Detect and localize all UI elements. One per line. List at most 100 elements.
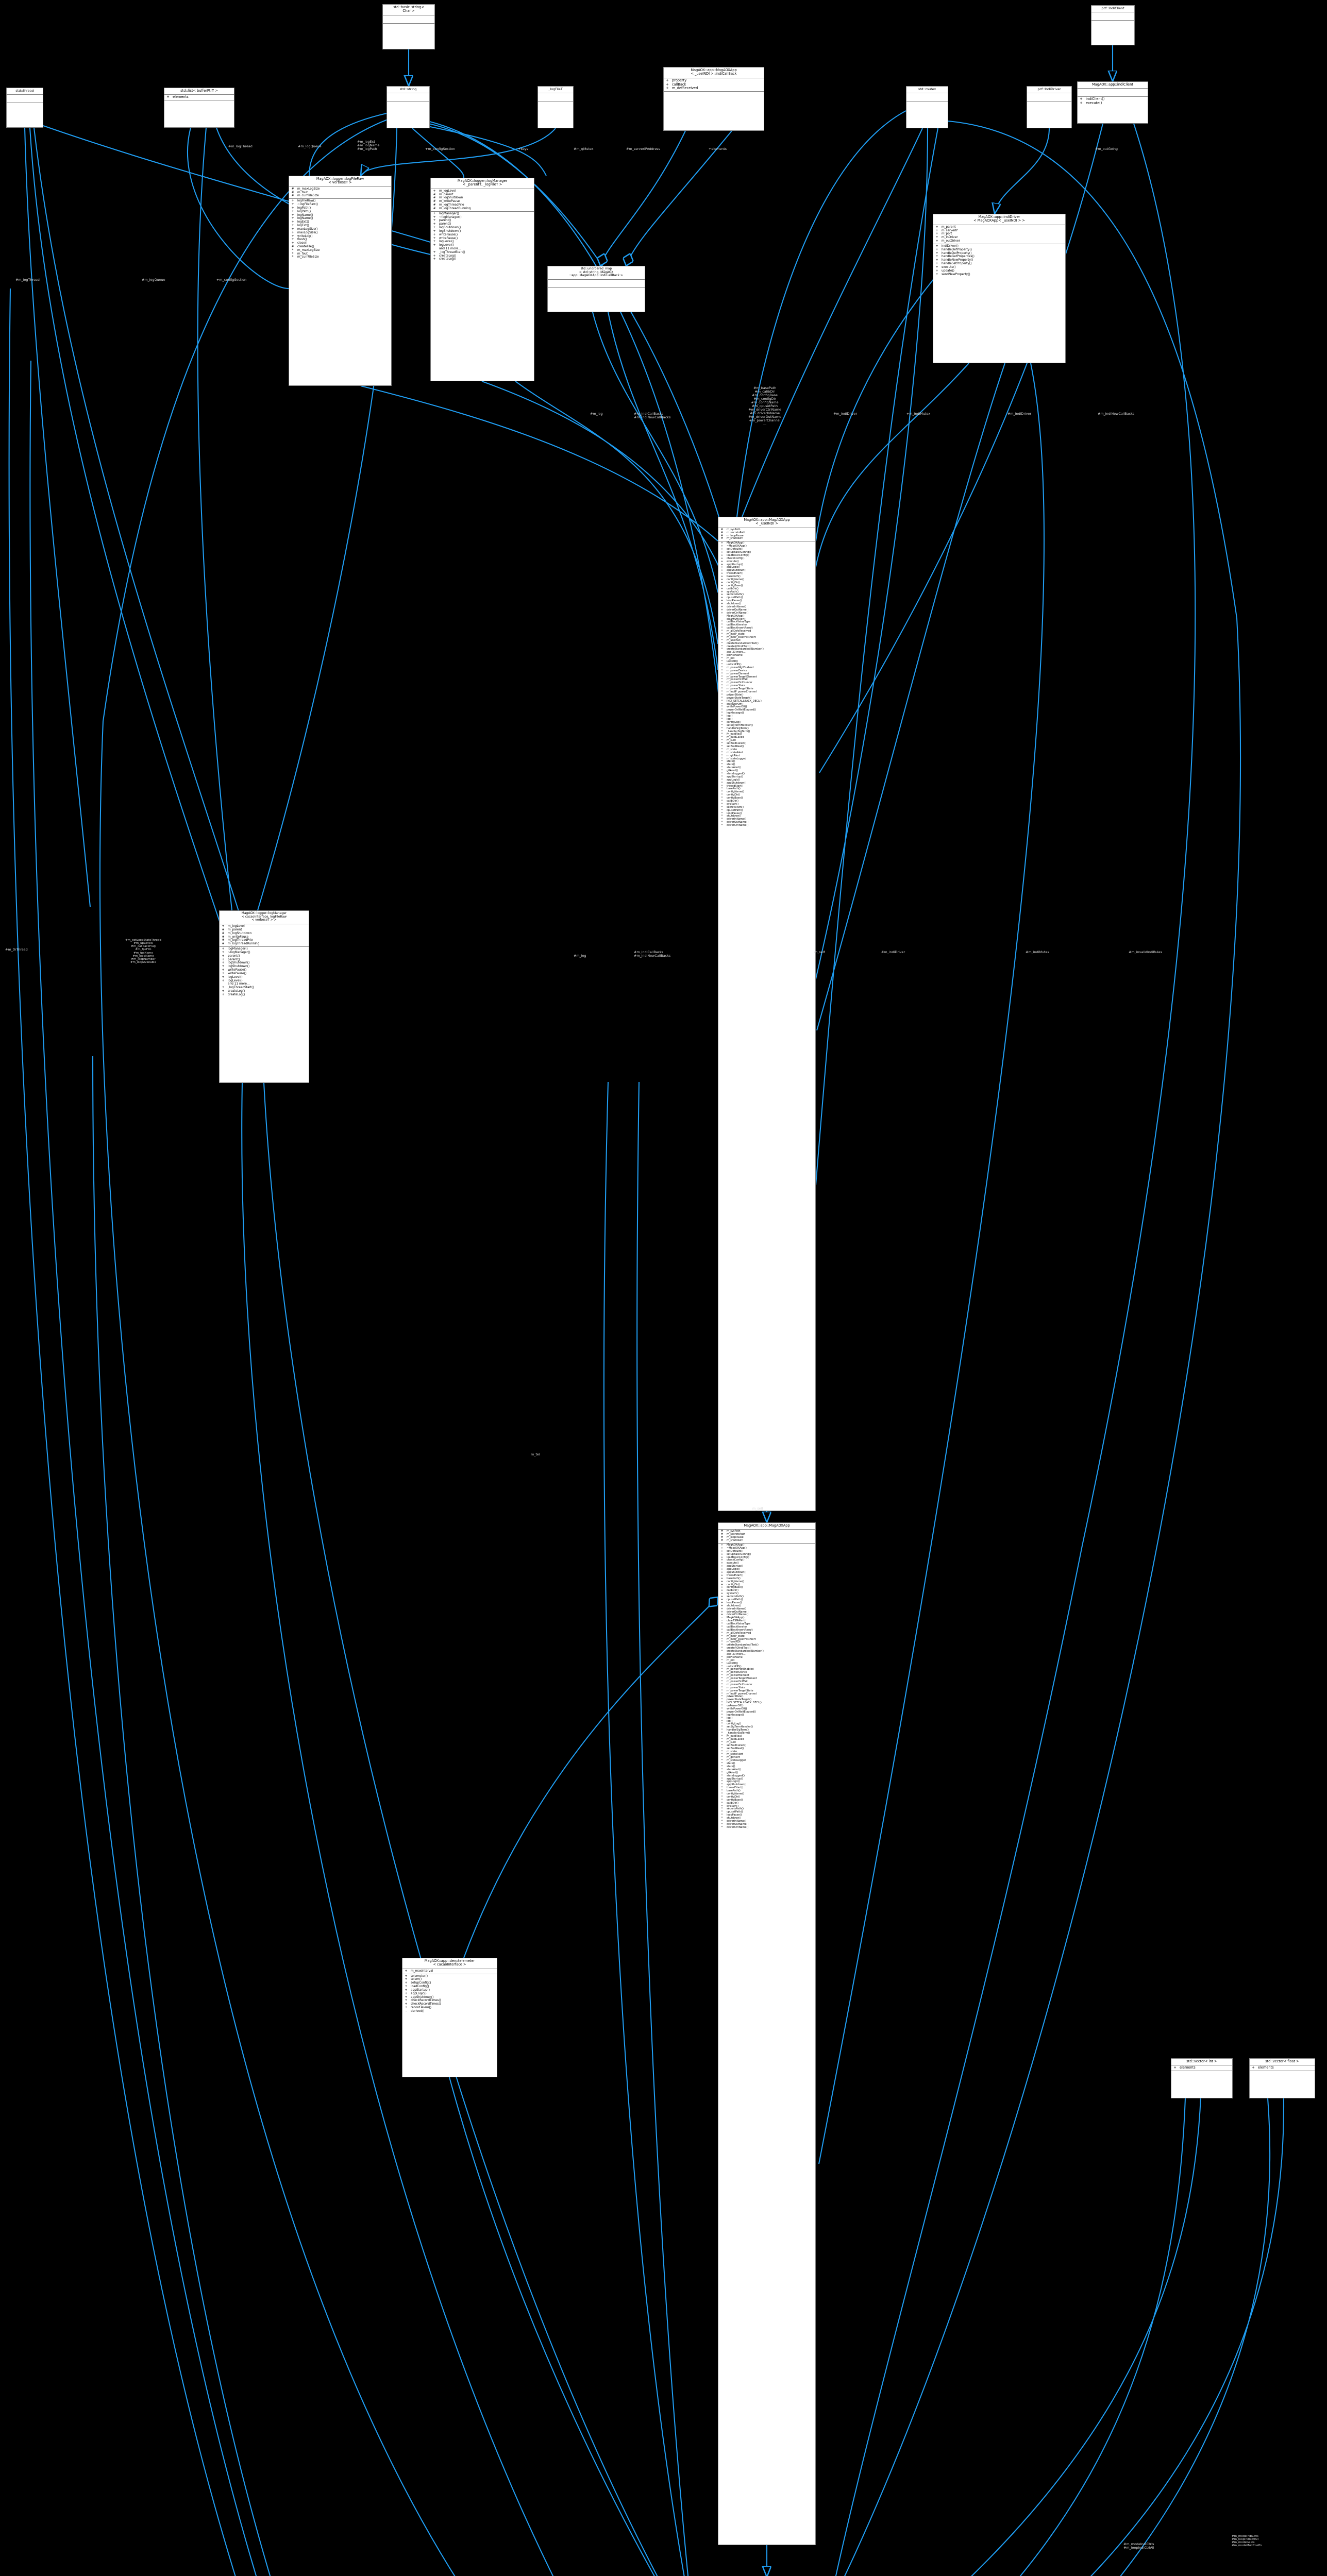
visibility-marker: * bbox=[721, 666, 723, 669]
op-row: *loopPause() bbox=[718, 812, 815, 816]
class-node-vector_float[interactable]: std::vector< float >+elements bbox=[1249, 2058, 1315, 2098]
op-row: *pidFileName bbox=[718, 1656, 815, 1659]
edge-label-elements: +elements bbox=[709, 147, 727, 151]
op-name: secretsPath() bbox=[727, 593, 744, 597]
attr-row: #m_logShutdown bbox=[220, 932, 309, 936]
op-row: +setupBasicConfig() bbox=[718, 1553, 815, 1556]
op-name: m_useINDI bbox=[727, 1640, 741, 1644]
visibility-marker: + bbox=[720, 1604, 724, 1607]
class-title: MagAOX::logger::logManager< _parentT, _l… bbox=[431, 178, 534, 189]
class-op-section bbox=[548, 288, 645, 296]
op-row: +execute() bbox=[718, 1562, 815, 1565]
class-title: std::thread bbox=[7, 88, 43, 95]
visibility-marker: + bbox=[291, 210, 294, 213]
class-node-basic_string[interactable]: std::basic_string<Char > bbox=[382, 4, 435, 49]
op-row: +~logManager() bbox=[431, 216, 534, 219]
class-node-std_mutex[interactable]: std::mutex bbox=[906, 86, 948, 128]
op-row: *handlerSigTerm() bbox=[718, 1728, 815, 1732]
class-node-magaoxapp_useindi[interactable]: MagAOX::app::MagAOXApp< _useINDI >#m_sys… bbox=[718, 517, 816, 1511]
op-row: *log() bbox=[718, 718, 815, 721]
op-name: configName() bbox=[727, 578, 744, 581]
visibility-marker: * bbox=[721, 744, 723, 748]
class-node-magaoxapp_cacao[interactable]: MagAOX::app::MagAOXApp#m_sysPath#m_secre… bbox=[718, 1522, 816, 2545]
op-row: *loopPause() bbox=[718, 1814, 815, 1817]
visibility-marker: # bbox=[720, 1536, 724, 1539]
visibility-marker: + bbox=[291, 213, 294, 217]
edge-label-m_self2: m_self bbox=[752, 1506, 763, 1511]
visibility-marker: * bbox=[721, 1732, 723, 1735]
visibility-marker: * bbox=[721, 1707, 723, 1711]
class-node-list_bufferPtrT[interactable]: std::list< bufferPtrT >+elements bbox=[164, 88, 234, 128]
visibility-marker: + bbox=[291, 242, 294, 245]
visibility-marker: * bbox=[721, 708, 723, 712]
op-name: logName() bbox=[297, 217, 313, 221]
op-name: m_indiP_powerChannel bbox=[727, 690, 757, 693]
class-node-pcf_IndiDriver[interactable]: pcf::IndiDriver bbox=[1027, 86, 1072, 128]
visibility-marker: + bbox=[222, 990, 225, 993]
attr-name: elements bbox=[173, 95, 189, 99]
class-node-logManager_cacao[interactable]: MagAOX::logger::logManager< cacaoInterfa… bbox=[219, 910, 309, 1083]
op-name: handleGetProperties() bbox=[942, 255, 975, 259]
op-row: *m_powerDevice bbox=[718, 669, 815, 673]
visibility-marker: * bbox=[721, 633, 723, 636]
op-row: +indiDriver() bbox=[933, 245, 1065, 248]
class-node-pcf_IndiClient[interactable]: pcf::IndiClient bbox=[1091, 5, 1135, 45]
visibility-marker: + bbox=[433, 240, 436, 244]
op-name: log() bbox=[727, 1719, 733, 1723]
op-row: -derived() bbox=[402, 2010, 497, 2013]
op-row: +logLevel() bbox=[220, 979, 309, 983]
op-row: *setEuidCalled() bbox=[718, 1744, 815, 1748]
visibility-marker: + bbox=[720, 1598, 724, 1601]
visibility-marker: + bbox=[720, 590, 724, 594]
op-name: m_powerMgtEnabled bbox=[727, 666, 754, 669]
op-row: and 30 more... bbox=[718, 651, 815, 654]
op-name: powerOnWaitElapsed() bbox=[727, 1710, 757, 1714]
class-node-indiDriver_app[interactable]: MagAOX::app::indiDriver< MagAOXApp< _use… bbox=[933, 214, 1066, 363]
visibility-marker: + bbox=[405, 1995, 408, 1999]
op-name: m_powerState bbox=[727, 684, 746, 688]
op-row: +maxLogSize() bbox=[289, 228, 391, 231]
visibility-marker: + bbox=[720, 563, 724, 566]
class-node-unordered_map_cb[interactable]: std::unordered_map< std::string, MagAOX:… bbox=[547, 266, 645, 312]
edge-label-m_logThread2: #m_logThread bbox=[15, 278, 40, 282]
class-node-std_string[interactable]: std::string bbox=[387, 86, 430, 128]
visibility-marker: * bbox=[721, 1698, 723, 1702]
class-node-logFileRaw[interactable]: MagAOX::logger::logFileRaw< verboseT >#m… bbox=[289, 176, 392, 386]
visibility-marker: * bbox=[721, 1650, 723, 1653]
op-name: MagAOXApp() bbox=[727, 614, 745, 618]
visibility-marker: + bbox=[720, 1570, 724, 1574]
op-name: callBackIterator bbox=[727, 1625, 747, 1629]
op-name: secretsPath() bbox=[727, 805, 744, 809]
op-name: logShutdown() bbox=[228, 965, 250, 969]
class-node-indiCallBack[interactable]: MagAOX::app::MagAOXApp< _useINDI >::indi… bbox=[663, 67, 764, 131]
op-name: m_indiP_powerChannel bbox=[727, 1692, 757, 1696]
edge-label-m_modeIndiCtrls: #m_modeIndiCtrls#m_loopIndiCtrlAll bbox=[1123, 2542, 1154, 2550]
visibility-marker: * bbox=[721, 663, 723, 666]
visibility-marker: * bbox=[721, 672, 723, 675]
visibility-marker: # bbox=[433, 196, 436, 200]
attr-row: +m_port bbox=[933, 232, 1065, 236]
attr-row: #m_loopPause bbox=[718, 1536, 815, 1539]
attr-row: +elements bbox=[1250, 2066, 1315, 2070]
class-node-logManager_generic[interactable]: MagAOX::logger::logManager< _parentT, _l… bbox=[430, 178, 534, 381]
visibility-marker: + bbox=[1252, 2065, 1255, 2070]
op-row: *configLog() bbox=[718, 721, 815, 724]
op-row: *m_powerTargetElement bbox=[718, 1677, 815, 1681]
op-row: +appShutdown() bbox=[718, 569, 815, 572]
op-name: configBase() bbox=[727, 796, 743, 800]
class-node-logFileT[interactable]: _logFileT bbox=[537, 86, 574, 128]
class-node-vector_int[interactable]: std::vector< int >+elements bbox=[1171, 2058, 1233, 2098]
class-node-std_thread[interactable]: std::thread bbox=[6, 88, 43, 128]
op-name: whilePowerOff() bbox=[727, 705, 747, 709]
op-row: +configName() bbox=[718, 578, 815, 582]
class-title: std::mutex bbox=[906, 87, 948, 94]
attr-row: #m_secretsPath bbox=[718, 1533, 815, 1536]
visibility-marker: + bbox=[433, 226, 436, 230]
op-row: +logExt() bbox=[289, 221, 391, 224]
class-node-telemeter[interactable]: MagAOX::app::dev::telemeter< cacaoInterf… bbox=[402, 1958, 497, 2077]
op-name: powerState() bbox=[727, 693, 744, 697]
class-node-app_indiClient[interactable]: MagAOX::app::indiClient+indiClient()+exe… bbox=[1077, 81, 1148, 124]
edge-label-m_thThread: #m_thThread bbox=[5, 947, 28, 952]
op-row: *m_stateAlert bbox=[718, 751, 815, 755]
visibility-marker: + bbox=[935, 255, 938, 259]
